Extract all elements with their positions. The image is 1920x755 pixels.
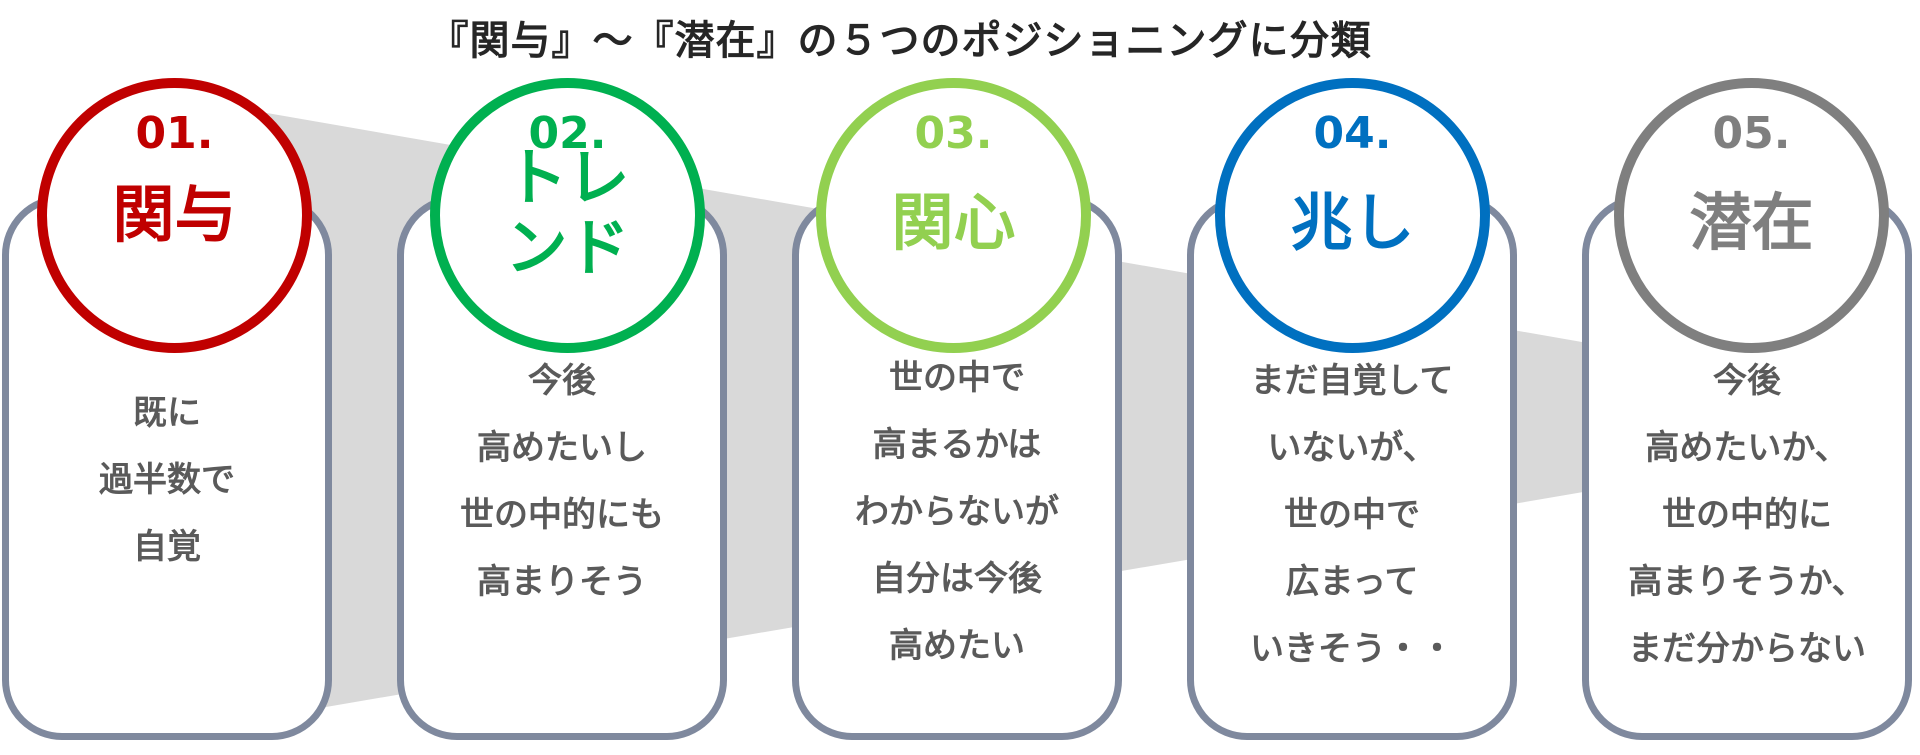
stage-1: 01. 関与 既に 過半数で 自覚 [2, 0, 342, 755]
stage-label-line: 潜在 [1689, 186, 1814, 259]
description-line: 世の中的に [1662, 495, 1832, 535]
stage-description: 既に 過半数で 自覚 [2, 380, 332, 581]
description-line: 世の中で [1284, 495, 1420, 535]
description-line: 世の中で [889, 358, 1025, 398]
stage-number: 03. [914, 108, 993, 159]
description-line: まだ分からない [1628, 629, 1866, 669]
description-line: 高めたいし [477, 428, 647, 468]
stage-circle: 03. 関心 [816, 78, 1091, 353]
description-line: 自覚 [133, 527, 201, 567]
stage-2: 02. トレ ンド 今後 高めたいし 世の中的にも 高まりそう [397, 0, 737, 755]
description-line: 広まって [1285, 562, 1419, 602]
stage-circle: 05. 潜在 [1614, 78, 1889, 353]
description-line: いきそう・・ [1250, 629, 1454, 669]
stage-description: 世の中で 高まるかは わからないが 自分は今後 高めたい [792, 345, 1122, 680]
description-line: 過半数で [99, 460, 235, 500]
stage-4: 04. 兆し まだ自覚して いないが、 世の中で 広まって いきそう・・ [1187, 0, 1527, 755]
stage-label-line: トレ [505, 141, 630, 214]
stage-number: 04. [1313, 108, 1392, 159]
description-line: 既に [133, 393, 201, 433]
stage-label: 関心 [826, 188, 1081, 258]
description-line: 高めたいか、 [1645, 428, 1849, 468]
description-line: 高まるかは [872, 425, 1042, 465]
stage-label-line: 関与 [112, 178, 237, 251]
stage-label: 関与 [47, 180, 302, 250]
description-line: いないが、 [1267, 428, 1437, 468]
stage-number: 05. [1712, 108, 1791, 159]
stage-label: トレ ンド [440, 143, 695, 283]
description-line: 高まりそうか、 [1628, 562, 1866, 602]
stage-label-line: 関心 [891, 186, 1016, 259]
stage-3: 03. 関心 世の中で 高まるかは わからないが 自分は今後 高めたい [792, 0, 1132, 755]
stage-number: 02. [528, 108, 607, 159]
stage-label-line: 兆し [1290, 186, 1415, 259]
description-line: 世の中的にも [460, 495, 664, 535]
description-line: 今後 [1713, 361, 1781, 401]
description-line: 高めたい [889, 626, 1025, 666]
stage-description: 今後 高めたいか、 世の中的に 高まりそうか、 まだ分からない [1582, 348, 1912, 683]
page-title: 『関与』〜『潜在』の５つのポジショニングに分類 [428, 18, 1372, 64]
stage-label-line: ンド [505, 211, 630, 284]
stage-description: まだ自覚して いないが、 世の中で 広まって いきそう・・ [1187, 348, 1517, 683]
stage-number: 01. [135, 108, 214, 159]
description-line: 今後 [528, 361, 596, 401]
stage-label: 潜在 [1624, 188, 1879, 258]
description-line: まだ自覚して [1250, 361, 1454, 401]
stage-circle: 01. 関与 [37, 78, 312, 353]
stage-5: 05. 潜在 今後 高めたいか、 世の中的に 高まりそうか、 まだ分からない [1582, 0, 1920, 755]
description-line: 自分は今後 [872, 559, 1042, 599]
stage-circle: 04. 兆し [1215, 78, 1490, 353]
description-line: 高まりそう [477, 562, 647, 602]
description-line: わからないが [855, 492, 1059, 532]
stage-label: 兆し [1225, 188, 1480, 258]
stage-description: 今後 高めたいし 世の中的にも 高まりそう [397, 348, 727, 616]
stage-circle: 02. トレ ンド [430, 78, 705, 353]
